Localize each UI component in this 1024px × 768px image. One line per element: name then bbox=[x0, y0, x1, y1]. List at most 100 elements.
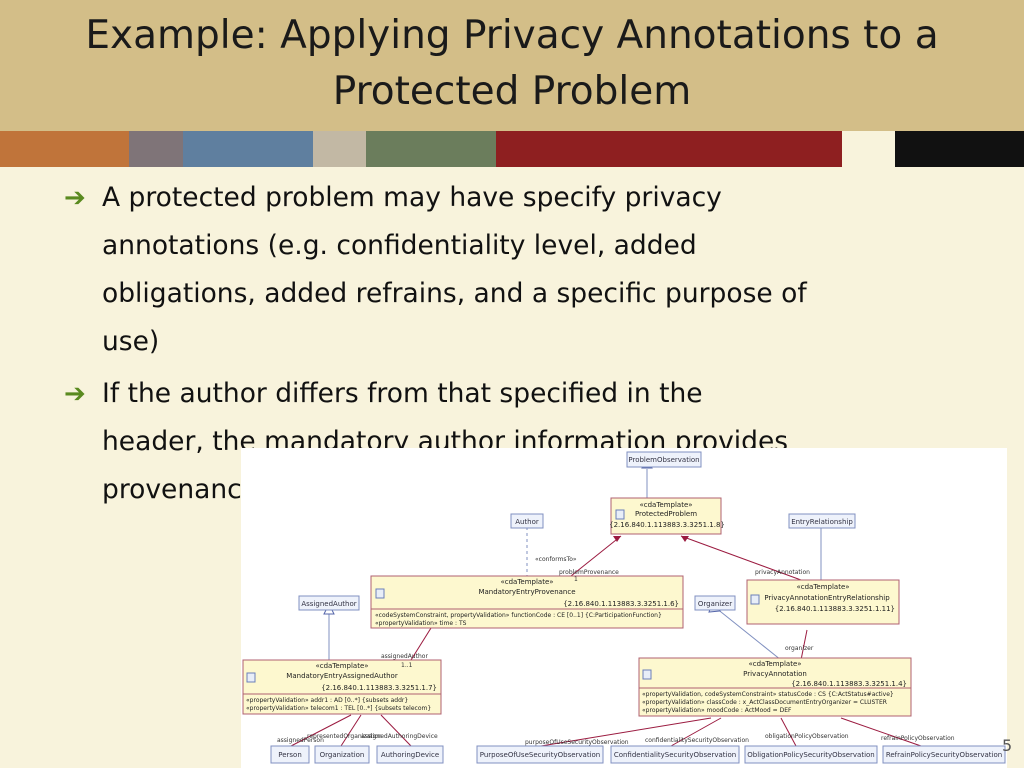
strip-segment bbox=[496, 131, 842, 167]
template-stereotype: «cdaTemplate» bbox=[748, 660, 801, 668]
template-oid: {2.16.840.1.113883.3.3251.1.6} bbox=[563, 600, 679, 608]
template-attribute: «propertyValidation» moodCode : ActMood … bbox=[642, 707, 792, 714]
template-stereotype: «cdaTemplate» bbox=[639, 501, 692, 509]
connector-label: representedOrganization bbox=[307, 733, 382, 740]
template-stereotype: «cdaTemplate» bbox=[500, 578, 553, 586]
class-box bbox=[610, 745, 740, 764]
strip-segment bbox=[366, 131, 496, 167]
class-box bbox=[510, 513, 544, 529]
connector-label: organizer bbox=[785, 645, 814, 652]
class-name: AssignedAuthor bbox=[301, 600, 356, 608]
bullet-line: A protected problem may have specify pri… bbox=[102, 182, 722, 213]
template-privacy-annotation-entry-relationship: «cdaTemplate» PrivacyAnnotationEntryRela… bbox=[746, 579, 900, 625]
class-box bbox=[744, 745, 878, 764]
class-name: AuthoringDevice bbox=[381, 751, 439, 759]
connector-label: confidentialitySecurityObservation bbox=[645, 737, 749, 744]
slide-title-line-2: Protected Problem bbox=[332, 69, 692, 114]
class-box bbox=[270, 745, 310, 764]
template-oid: {2.16.840.1.113883.3.3251.1.4} bbox=[791, 680, 907, 688]
template-attribute: «propertyValidation» time : TS bbox=[375, 620, 467, 627]
template-attribute: «propertyValidation» addr1 : AD [0..*] {… bbox=[246, 697, 408, 704]
template-stereotype: «cdaTemplate» bbox=[315, 662, 368, 670]
bullet-item: ➔ A protected problem may have specify p… bbox=[64, 174, 964, 366]
strip-segment bbox=[842, 131, 895, 167]
strip-segment bbox=[0, 131, 129, 167]
class-name: RefrainPolicySecurityObservation bbox=[886, 751, 1002, 759]
color-strip bbox=[0, 131, 1024, 167]
template-name: PrivacyAnnotation bbox=[743, 670, 807, 678]
class-box bbox=[694, 595, 736, 611]
association-line bbox=[780, 717, 797, 747]
arrow-right-icon: ➔ bbox=[64, 379, 86, 409]
connector-label: «conformsTo» bbox=[535, 556, 577, 563]
aggregation-diamond bbox=[681, 536, 689, 542]
bullet-line: annotations (e.g. confidentiality level,… bbox=[102, 230, 697, 261]
template-name: ProtectedProblem bbox=[635, 510, 697, 518]
bullet-line: obligations, added refrains, and a speci… bbox=[102, 278, 807, 309]
class-name: ObligationPolicySecurityObservation bbox=[747, 751, 875, 759]
association-line bbox=[380, 714, 412, 747]
template-attribute: «propertyValidation» telecom1 : TEL [0..… bbox=[246, 705, 431, 712]
connector-label: 1 bbox=[574, 576, 578, 583]
association-line bbox=[290, 714, 352, 747]
class-icon bbox=[615, 509, 625, 520]
class-name: PurposeOfUseSecurityObservation bbox=[480, 751, 601, 759]
template-attribute: «codeSystemConstraint, propertyValidatio… bbox=[375, 612, 662, 619]
template-oid: {2.16.840.1.113883.3.3251.1.11} bbox=[775, 605, 895, 613]
template-oid: {2.16.840.1.113883.3.3251.1.7} bbox=[321, 684, 437, 692]
class-icon bbox=[642, 669, 652, 680]
uml-diagram: ProblemObservation Author EntryRelations… bbox=[241, 448, 1007, 768]
class-box bbox=[476, 745, 604, 764]
association-line bbox=[670, 717, 722, 747]
association-line bbox=[340, 714, 362, 747]
class-name: ProblemObservation bbox=[628, 456, 699, 464]
template-name: MandatoryEntryProvenance bbox=[478, 588, 575, 596]
slide-title: Example: Applying Privacy Annotations to… bbox=[0, 8, 1024, 120]
bullet-line: use) bbox=[102, 326, 160, 357]
template-name: PrivacyAnnotationEntryRelationship bbox=[764, 594, 890, 602]
connector-label: assignedAuthor bbox=[381, 653, 428, 660]
strip-segment bbox=[313, 131, 366, 167]
strip-segment bbox=[895, 131, 1024, 167]
class-name: EntryRelationship bbox=[791, 518, 853, 526]
class-name: Author bbox=[515, 518, 539, 526]
class-icon bbox=[750, 594, 760, 605]
class-name: Organizer bbox=[698, 600, 732, 608]
class-box bbox=[882, 745, 1006, 764]
class-name: ConfidentialitySecurityObservation bbox=[614, 751, 736, 759]
template-attribute: «propertyValidation» classCode : x_ActCl… bbox=[642, 699, 887, 706]
connector-label: problemProvenance bbox=[559, 569, 619, 576]
template-protected-problem: «cdaTemplate» ProtectedProblem {2.16.840… bbox=[609, 497, 725, 535]
template-mandatory-entry-provenance: «cdaTemplate» MandatoryEntryProvenance {… bbox=[370, 575, 684, 629]
aggregation-diamond bbox=[613, 536, 621, 542]
class-name: Organization bbox=[320, 751, 365, 759]
class-icon bbox=[375, 588, 385, 599]
association-line bbox=[570, 535, 622, 577]
association-line bbox=[540, 717, 712, 747]
association-line bbox=[680, 535, 802, 581]
association-line bbox=[800, 629, 808, 661]
title-bar bbox=[0, 0, 1024, 131]
connector-label: assignedAuthoringDevice bbox=[361, 733, 438, 740]
association-line bbox=[840, 717, 922, 747]
arrow-right-icon: ➔ bbox=[64, 183, 86, 213]
class-box bbox=[788, 513, 856, 529]
template-attribute: «propertyValidation, codeSystemConstrain… bbox=[642, 691, 894, 698]
generalization-line bbox=[715, 607, 782, 661]
connector-label: purposeOfUseSecurityObservation bbox=[525, 739, 629, 746]
template-privacy-annotation: «cdaTemplate» PrivacyAnnotation {2.16.84… bbox=[638, 657, 912, 717]
slide-title-line-1: Example: Applying Privacy Annotations to… bbox=[85, 13, 939, 58]
template-name: MandatoryEntryAssignedAuthor bbox=[286, 672, 398, 680]
connector-label: refrainPolicyObservation bbox=[881, 735, 955, 742]
class-name: Person bbox=[278, 751, 302, 759]
bullet-line: If the author differs from that specifie… bbox=[102, 378, 703, 409]
strip-segment bbox=[183, 131, 313, 167]
template-oid: {2.16.840.1.113883.3.3251.1.8} bbox=[609, 521, 725, 529]
page-number: 5 bbox=[1002, 736, 1013, 755]
class-box bbox=[298, 595, 360, 611]
template-mandatory-entry-assigned-author: «cdaTemplate» MandatoryEntryAssignedAuth… bbox=[242, 659, 442, 715]
association-line bbox=[410, 627, 432, 661]
class-box bbox=[314, 745, 370, 764]
connector-label: obligationPolicyObservation bbox=[765, 733, 849, 740]
bullet-list: ➔ A protected problem may have specify p… bbox=[64, 174, 964, 518]
